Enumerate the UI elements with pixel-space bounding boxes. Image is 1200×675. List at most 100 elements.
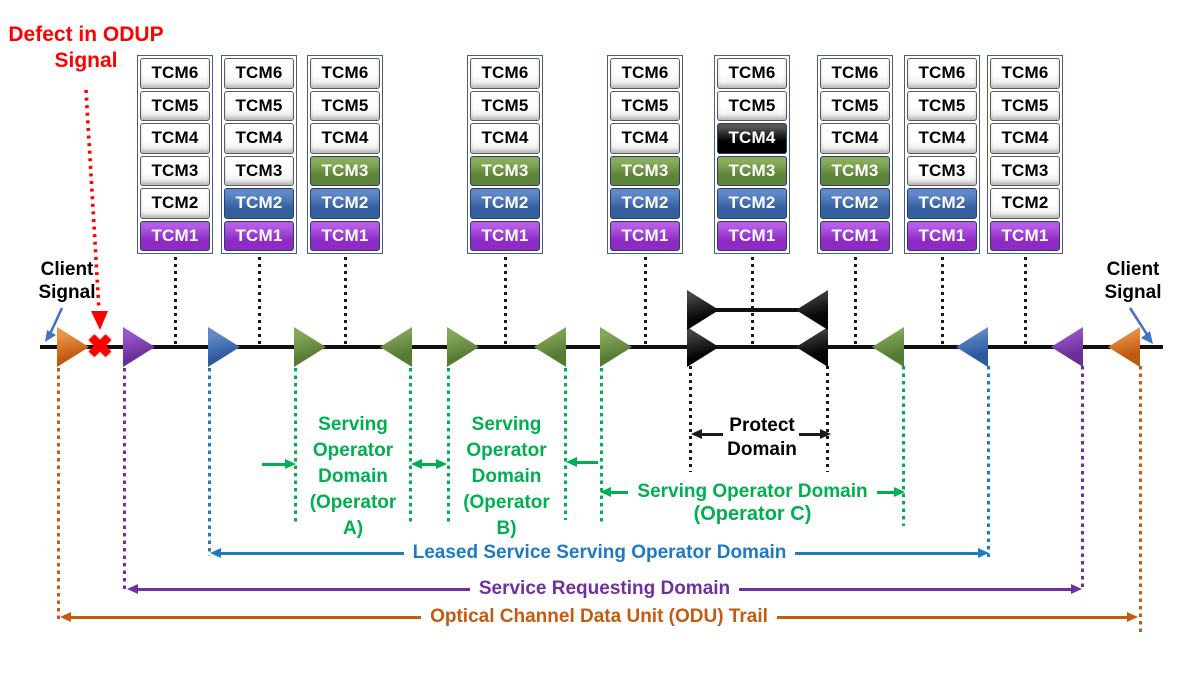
tcm-box: TCM5	[470, 90, 540, 121]
tcm-box: TCM4	[820, 123, 890, 154]
tcm-box: TCM3	[470, 155, 540, 186]
tcm-box: TCM4	[990, 123, 1060, 154]
black-monitor-triangle-left	[796, 290, 828, 330]
tcm-box: TCM6	[470, 58, 540, 89]
dotted-line-green	[408, 368, 412, 522]
blue-monitor-triangle-right	[208, 327, 240, 367]
arrowhead-right	[285, 459, 296, 469]
black-monitor-triangle-right	[687, 327, 719, 367]
serving-operator-domain-c-span: Serving Operator Domain(Operator C)	[600, 480, 906, 525]
arrowhead-left	[600, 487, 611, 497]
tcm-box: TCM1	[610, 220, 680, 251]
tcm-box: TCM1	[310, 220, 380, 251]
tcm-box: TCM6	[990, 58, 1060, 89]
domain-extent-arrow	[262, 459, 296, 470]
tcm-box: TCM2	[140, 188, 210, 219]
arrowhead-left	[566, 457, 577, 467]
arrow-shaft	[138, 587, 470, 591]
op-b-line4: (Operator	[463, 492, 550, 513]
op-a-line5: A)	[342, 518, 364, 539]
tcm-box: TCM3	[610, 155, 680, 186]
arrowhead-right	[1071, 584, 1083, 594]
arrow-shaft	[577, 460, 598, 464]
tcm-box: TCM2	[820, 188, 890, 219]
domain-extent-arrow	[691, 429, 723, 440]
arrow-shaft	[422, 462, 436, 466]
tcm-box: TCM2	[717, 188, 787, 219]
dotted-line-blue	[207, 368, 211, 556]
tcm-box: TCM5	[820, 90, 890, 121]
tcm-box: TCM3	[820, 155, 890, 186]
dotted-line-black	[173, 257, 177, 345]
tcm-box: TCM6	[820, 58, 890, 89]
defect-note-line1: Defect in ODUP	[8, 23, 164, 46]
tcm-box: TCM1	[717, 220, 787, 251]
green-monitor-triangle-right	[447, 327, 479, 367]
tcm-box: TCM4	[907, 123, 977, 154]
dotted-line-black	[750, 257, 754, 345]
tcm-box: TCM2	[907, 188, 977, 219]
op-b-line3: Domain	[471, 466, 542, 487]
client-left-line2: Signal	[38, 282, 96, 303]
dotted-line-green	[446, 368, 450, 522]
tcm-box: TCM1	[907, 220, 977, 251]
purple-monitor-triangle-right	[123, 327, 155, 367]
arrowhead-left	[210, 548, 221, 558]
tcm-box: TCM1	[224, 220, 294, 251]
tcm-box: TCM5	[140, 90, 210, 121]
client-right-line2: Signal	[1104, 282, 1162, 303]
dotted-line-purple	[1080, 366, 1084, 591]
protect-domain-label: Protect Domain	[702, 414, 822, 462]
arrowhead-left	[127, 584, 138, 594]
tcm-box: TCM2	[610, 188, 680, 219]
dotted-line-black	[257, 257, 261, 345]
arrow-shaft	[221, 551, 404, 555]
protect-line1: Protect	[729, 415, 795, 436]
service-requesting-domain-label: Service Requesting Domain	[469, 577, 740, 601]
leased-service-serving-operator-domain-label: Leased Service Serving Operator Domain	[403, 541, 796, 565]
defect-arrow	[84, 89, 108, 330]
black-monitor-triangle-right	[687, 290, 719, 330]
arrow-shaft	[799, 432, 820, 436]
arrow-shaft	[71, 615, 422, 619]
arrowhead-right	[436, 459, 447, 469]
tcm-box: TCM1	[140, 220, 210, 251]
op-a-line1: Serving	[318, 414, 388, 435]
dotted-line-blue	[986, 366, 990, 560]
tcm-box: TCM2	[310, 188, 380, 219]
odu-trail-label: Optical Channel Data Unit (ODU) Trail	[421, 605, 777, 629]
dotted-line-green	[599, 368, 603, 524]
client-signal-left-label: Client Signal	[28, 258, 106, 304]
tcm-box: TCM5	[224, 90, 294, 121]
domain-extent-arrow	[566, 457, 598, 468]
tcm-box: TCM6	[907, 58, 977, 89]
client-left-line1: Client	[40, 259, 94, 280]
tcm-box: TCM6	[224, 58, 294, 89]
op-b-line5: B)	[496, 518, 517, 539]
tcm-box: TCM6	[610, 58, 680, 89]
client-signal-right-arrow	[1128, 307, 1153, 344]
arrow-shaft	[776, 615, 1128, 619]
tcm-box: TCM3	[907, 155, 977, 186]
green-monitor-triangle-left	[534, 327, 566, 367]
tcm-box: TCM2	[990, 188, 1060, 219]
tcm-box: TCM5	[610, 90, 680, 121]
serving-operator-domain-c-sublabel: (Operator C)	[693, 503, 812, 525]
serving-operator-domain-c-label: Serving Operator Domain	[628, 480, 877, 504]
tcm-box: TCM6	[717, 58, 787, 89]
arrow-shaft	[611, 490, 629, 494]
dotted-line-black	[825, 366, 829, 472]
arrowhead-right	[1127, 612, 1139, 622]
arrow-shaft	[739, 587, 1072, 591]
dotted-line-black	[343, 257, 347, 345]
tcm-box: TCM2	[470, 188, 540, 219]
arrowhead-right	[978, 548, 989, 558]
protect-line2: Domain	[727, 439, 797, 460]
arrow-shaft	[702, 432, 723, 436]
